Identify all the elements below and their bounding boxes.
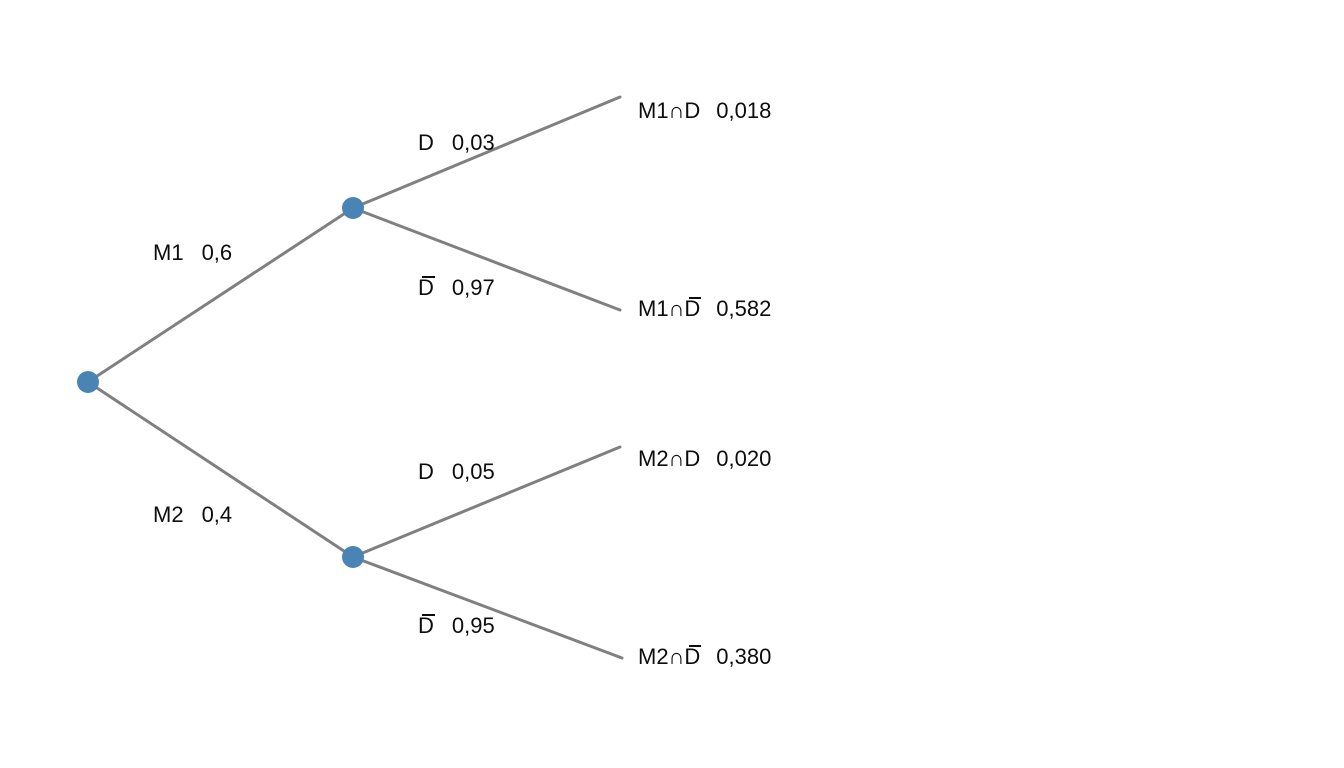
edge-label-m2-d: D 0,05 bbox=[418, 461, 495, 483]
leaf-m2-d-event: D bbox=[684, 446, 701, 471]
edge-label-m2-dbar: D 0,95 bbox=[418, 613, 495, 638]
root-node bbox=[77, 371, 99, 393]
edge-label-m1-dbar-event: D bbox=[418, 275, 435, 300]
edge-label-m1-event: M1 bbox=[153, 240, 184, 265]
leaf-label-m1-dbar: M1∩D 0,582 bbox=[638, 296, 772, 321]
edge-label-m2-d-event: D bbox=[418, 459, 434, 484]
leaf-m2-dbar-prefix: M2∩ bbox=[638, 644, 685, 669]
leaf-m2-d-prob: 0,020 bbox=[716, 446, 772, 471]
edge-m1-dbar bbox=[351, 206, 622, 312]
edge-label-m1-d: D 0,03 bbox=[418, 132, 495, 154]
edge-m2-dbar bbox=[351, 555, 624, 660]
leaf-m2-dbar-event: D bbox=[684, 644, 702, 669]
leaf-m1-d-prefix: M1∩ bbox=[638, 98, 685, 123]
edge-label-m2-prob: 0,4 bbox=[201, 502, 233, 527]
edge-label-m1-d-prob: 0,03 bbox=[451, 130, 495, 155]
leaf-m1-d-prob: 0,018 bbox=[716, 98, 772, 123]
edge-label-m2-event: M2 bbox=[153, 502, 184, 527]
leaf-label-m2-d: M2∩D 0,020 bbox=[638, 448, 771, 470]
edge-label-m1-prob: 0,6 bbox=[201, 240, 233, 265]
edge-label-m2-d-prob: 0,05 bbox=[451, 459, 495, 484]
edge-m2 bbox=[86, 380, 355, 559]
leaf-label-m2-dbar: M2∩D 0,380 bbox=[638, 644, 772, 669]
edge-m1-d bbox=[351, 95, 622, 210]
leaf-m1-dbar-prefix: M1∩ bbox=[638, 296, 685, 321]
edge-label-m2: M2 0,4 bbox=[153, 504, 232, 526]
leaf-m2-dbar-prob: 0,380 bbox=[716, 644, 772, 669]
edge-label-m1-dbar: D 0,97 bbox=[418, 275, 495, 300]
leaf-label-m1-d: M1∩D 0,018 bbox=[638, 100, 771, 122]
edge-m1 bbox=[86, 206, 355, 384]
edge-label-m1-dbar-prob: 0,97 bbox=[451, 275, 495, 300]
edge-label-m2-dbar-prob: 0,95 bbox=[451, 613, 495, 638]
edge-label-m2-dbar-event: D bbox=[418, 613, 435, 638]
edge-label-m1-d-event: D bbox=[418, 130, 434, 155]
edge-m2-d bbox=[351, 445, 622, 559]
leaf-m1-dbar-event: D bbox=[684, 296, 702, 321]
m2-node bbox=[342, 546, 364, 568]
edge-label-m1: M1 0,6 bbox=[153, 242, 232, 264]
m1-node bbox=[342, 197, 364, 219]
leaf-m1-d-event: D bbox=[684, 98, 701, 123]
leaf-m1-dbar-prob: 0,582 bbox=[716, 296, 772, 321]
leaf-m2-d-prefix: M2∩ bbox=[638, 446, 685, 471]
